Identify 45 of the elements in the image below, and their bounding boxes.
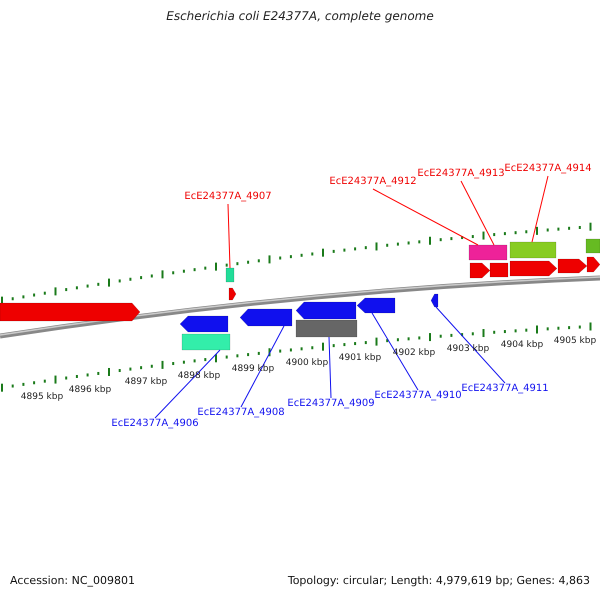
gene-label: EcE24377A_4912 xyxy=(329,176,417,188)
gene-feature xyxy=(430,294,438,308)
gene-feature xyxy=(180,316,228,332)
gene-bar xyxy=(490,262,508,278)
leader-line xyxy=(532,176,548,242)
accession-text: Accession: NC_009801 xyxy=(10,575,136,587)
scale-label: 4900 kbp xyxy=(286,357,328,369)
gene-bar xyxy=(468,244,508,260)
leader-line xyxy=(228,204,230,268)
gene-feature xyxy=(510,260,558,276)
leader-line xyxy=(154,350,220,418)
leader-line xyxy=(372,188,478,246)
map-title: Escherichia coli E24377A, complete genome xyxy=(166,10,434,22)
leader-line xyxy=(460,180,494,246)
gene-label: EcE24377A_4911 xyxy=(461,383,549,395)
scale-label: 4901 kbp xyxy=(338,352,382,364)
gene-feature xyxy=(470,262,490,278)
gene-label: EcE24377A_4908 xyxy=(197,407,285,419)
scale-label: 4896 kbp xyxy=(68,384,112,396)
gene-bar xyxy=(226,268,234,282)
gene-feature xyxy=(240,308,292,326)
leader-line xyxy=(372,312,418,390)
gene-bar xyxy=(510,242,556,258)
gene-feature xyxy=(296,302,356,320)
gene-bar xyxy=(586,238,600,254)
scale-label: 4903 kbp xyxy=(446,343,490,355)
genome-info-text: Topology: circular; Length: 4,979,619 bp; Genes: 4,863 xyxy=(288,575,590,587)
scale-label: 4895 kbp xyxy=(20,391,64,403)
scale-label: 4905 kbp xyxy=(554,335,596,347)
gene-feature xyxy=(228,288,236,300)
gene-label: EcE24377A_4913 xyxy=(417,168,505,180)
gene-bar xyxy=(182,334,230,350)
gene-label: EcE24377A_4907 xyxy=(184,191,272,203)
gene-label: EcE24377A_4906 xyxy=(111,418,199,430)
leader-line xyxy=(436,306,506,384)
gene-label: EcE24377A_4910 xyxy=(374,390,462,402)
scale-label: 4904 kbp xyxy=(500,339,544,351)
gene-bar xyxy=(296,320,358,338)
leader-line xyxy=(240,326,284,408)
gene-feature xyxy=(0,302,140,322)
gene-label: EcE24377A_4914 xyxy=(504,163,592,175)
gene-feature xyxy=(356,298,396,314)
gene-label: EcE24377A_4909 xyxy=(287,398,375,410)
scale-label: 4897 kbp xyxy=(124,376,168,388)
leader-line xyxy=(328,336,332,398)
